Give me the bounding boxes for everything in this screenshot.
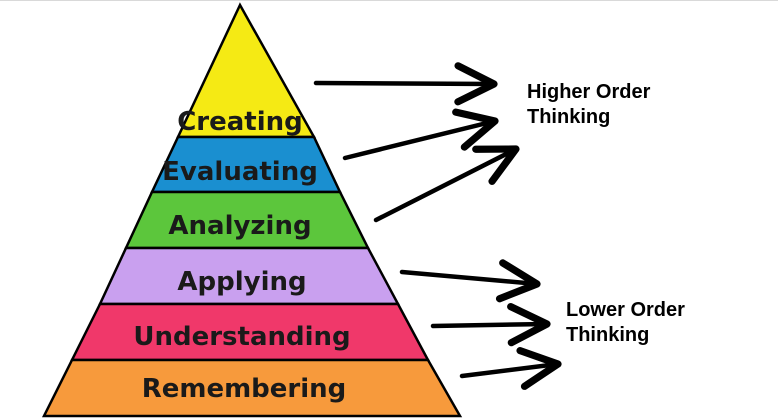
arrow-analyzing-to-higher: [373, 145, 520, 223]
lower-order-line1: Lower Order: [566, 299, 685, 321]
arrow-creating-to-higher: [313, 62, 498, 106]
higher-order-line2: Thinking: [527, 106, 611, 128]
arrow-applying-to-lower: [399, 259, 541, 303]
level-label-understanding: Understanding: [133, 322, 350, 352]
lower-order-thinking-label: Lower Order Thinking: [566, 298, 685, 348]
higher-order-thinking-label: Higher Order Thinking: [527, 80, 650, 130]
higher-order-line1: Higher Order: [527, 81, 651, 103]
level-label-evaluating: Evaluating: [162, 157, 318, 187]
lower-order-line2: Thinking: [566, 324, 650, 346]
pyramid-level-remembering: [41, 358, 463, 418]
top-border-line: [0, 0, 778, 1]
arrow-evaluating-to-higher: [342, 108, 499, 161]
level-label-creating: Creating: [177, 107, 303, 137]
arrow-understanding-to-lower: [430, 303, 551, 347]
arrow-remembering-to-lower: [459, 347, 562, 390]
level-label-remembering: Remembering: [142, 374, 347, 404]
level-label-analyzing: Analyzing: [168, 211, 311, 241]
level-label-applying: Applying: [177, 267, 306, 297]
